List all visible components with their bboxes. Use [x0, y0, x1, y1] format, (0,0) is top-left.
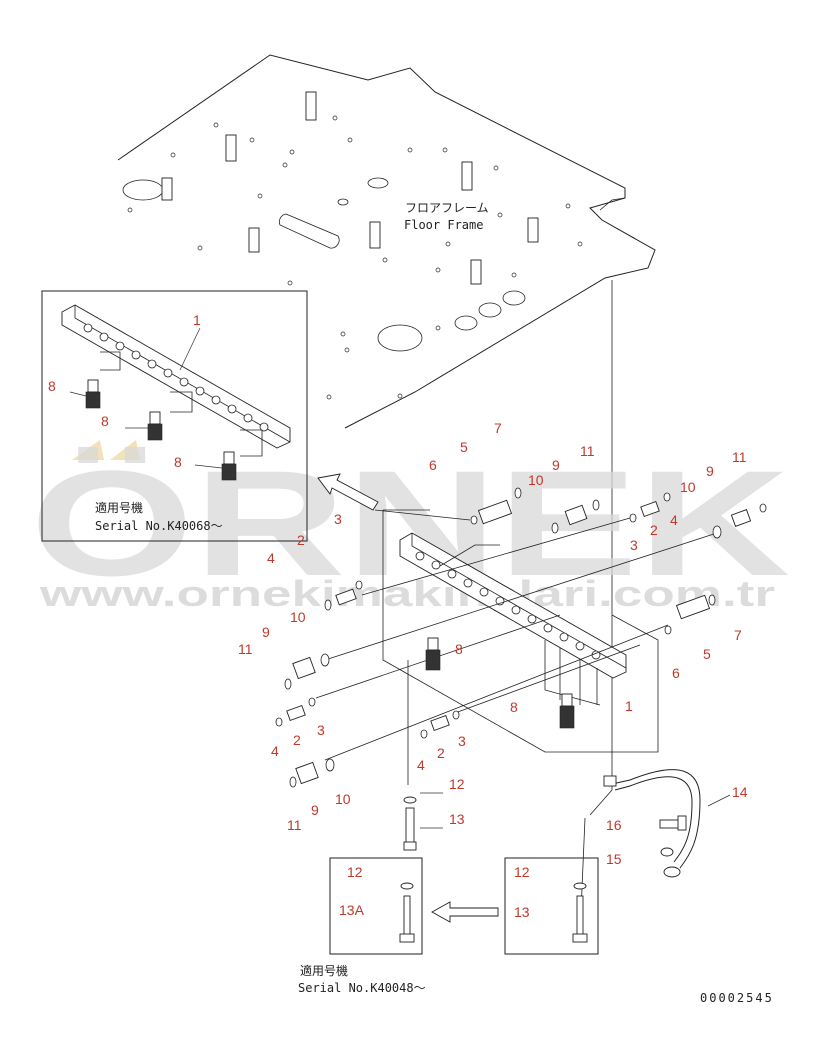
fitting-2-right	[640, 500, 660, 518]
callout-1-main: 1	[625, 698, 633, 714]
callout-12-br: 12	[514, 864, 530, 880]
o-rings	[275, 487, 767, 788]
fitting-2-upper	[335, 588, 357, 606]
fitting-9-c	[292, 656, 316, 680]
drawing-number: 00002545	[700, 991, 774, 1005]
callout-9-low: 9	[311, 802, 319, 818]
main-manifold	[382, 509, 659, 753]
fitting-2-mid	[286, 704, 306, 722]
watermark-accent-marks	[72, 440, 104, 460]
fitting-9-a	[564, 504, 588, 526]
callout-3-left: 3	[334, 511, 342, 527]
callout-9-right: 9	[706, 463, 714, 479]
callout-2-left: 2	[297, 532, 305, 548]
inset-callout-1: 1	[193, 312, 201, 328]
fitting-5-right	[675, 594, 711, 620]
callout-5-right: 5	[703, 646, 711, 662]
callout-2-right: 2	[650, 522, 658, 538]
callout-3-right: 3	[630, 537, 638, 553]
callout-14: 14	[732, 784, 748, 800]
bolt-16	[659, 815, 687, 831]
floor-frame-label-jp: フロアフレーム	[405, 201, 489, 215]
callout-10-right: 10	[680, 479, 696, 495]
callout-9-left: 9	[262, 624, 270, 640]
callout-6-top: 6	[429, 457, 437, 473]
callout-3-mid: 3	[317, 722, 325, 738]
callout-13a-bl: 13A	[339, 902, 365, 918]
callout-4-left: 4	[267, 550, 275, 566]
main-plug-8b	[559, 693, 575, 729]
fitting-leader-lines	[315, 509, 721, 785]
inset-plug-8c	[221, 451, 237, 481]
arrow-to-inset	[317, 473, 379, 511]
callout-11-top: 11	[580, 443, 595, 459]
watermark-brand: ÖRNEK	[30, 439, 790, 607]
floor-frame: フロアフレーム Floor Frame	[117, 54, 656, 790]
callout-15: 15	[606, 851, 622, 867]
washer-15	[660, 847, 674, 857]
watermark: ÖRNEK www.ornekimakinalari.com.tr	[30, 439, 790, 614]
floor-frame-label-en: Floor Frame	[404, 218, 483, 232]
callout-13-center: 13	[449, 811, 465, 827]
callout-11-low: 11	[287, 817, 302, 833]
callout-11-left: 11	[238, 641, 253, 657]
callout-8-main-a: 8	[455, 641, 463, 657]
fitting-9-d	[295, 761, 319, 785]
callout-12-center: 12	[449, 776, 465, 792]
frame-posts	[161, 91, 539, 285]
inset-callout-8c: 8	[174, 454, 182, 470]
center-bolt	[403, 792, 443, 851]
ground-strap	[579, 769, 731, 936]
fitting-2-low	[430, 714, 450, 732]
callout-10-top: 10	[528, 472, 544, 488]
callout-11-right: 11	[732, 449, 747, 465]
callouts: 7 5 6 11 9 10 11 9 10 4 2 3 3 2 4 10 9 1…	[238, 420, 748, 920]
inset-top-serial-en: Serial No.K40068～	[95, 519, 223, 533]
main-plug-8a	[425, 637, 441, 671]
inset-top-serial-jp: 適用号機	[95, 500, 143, 515]
frame-holes	[127, 115, 583, 400]
inset-plug-8b	[147, 411, 163, 441]
inset-plug-8a	[85, 379, 101, 409]
inset-top: 1 8 8 8 適用号機 Serial No.K40068～	[41, 290, 308, 542]
callout-6-right: 6	[672, 665, 680, 681]
inset-callout-8b: 8	[101, 413, 109, 429]
fittings	[275, 487, 767, 788]
callout-16: 16	[606, 817, 622, 833]
inset-bottom-serial-jp: 適用号機	[300, 963, 348, 978]
callout-10-left: 10	[290, 609, 306, 625]
callout-3-low: 3	[458, 733, 466, 749]
callout-4-right: 4	[670, 512, 678, 528]
callout-13-br: 13	[514, 904, 530, 920]
callout-7-top: 7	[494, 420, 502, 436]
callout-12-bl: 12	[347, 864, 363, 880]
callout-2-low: 2	[437, 745, 445, 761]
callout-8-main-b: 8	[510, 699, 518, 715]
callout-10-low: 10	[335, 791, 351, 807]
callout-7-right: 7	[734, 627, 742, 643]
inset-manifold	[61, 304, 291, 457]
fitting-9-b	[730, 509, 752, 527]
callout-5-top: 5	[460, 439, 468, 455]
callout-2-mid: 2	[293, 732, 301, 748]
callout-4-mid: 4	[271, 743, 279, 759]
callout-9-top: 9	[552, 457, 560, 473]
inset-bottom-right	[504, 857, 599, 955]
inset-callout-8a: 8	[48, 378, 56, 394]
inset-bottom-serial-en: Serial No.K40048～	[298, 981, 426, 995]
inset-bottom-left	[329, 857, 423, 955]
arrow-bottom	[431, 901, 499, 923]
fitting-5-top	[477, 499, 513, 525]
watermark-url: www.ornekimakinalari.com.tr	[39, 573, 775, 614]
callout-4-low: 4	[417, 757, 425, 773]
